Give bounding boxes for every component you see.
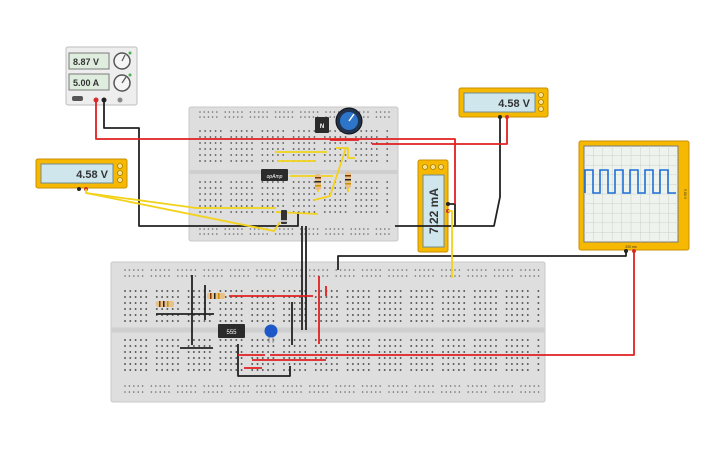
multimeter-left[interactable]: 4.58 V	[35, 158, 128, 191]
scope-side-label: 9.00 V	[683, 189, 687, 200]
op-amp-chip[interactable]: opAmp	[261, 169, 288, 181]
diode[interactable]	[281, 210, 287, 224]
current-knob[interactable]	[113, 74, 131, 92]
ammeter-reading: 7.22 mA	[427, 188, 441, 234]
transistor-label: N	[320, 124, 324, 130]
lower-breadboard[interactable]	[110, 261, 546, 403]
op-amp-label: opAmp	[267, 174, 283, 180]
power-supply[interactable]: 8.87 V 5.00 A	[65, 46, 138, 106]
resistor-4[interactable]	[207, 293, 225, 299]
ammeter[interactable]: 7.22 mA	[417, 159, 450, 253]
capacitor[interactable]	[264, 324, 278, 344]
voltage-knob[interactable]	[113, 52, 131, 70]
resistor-2[interactable]	[345, 172, 351, 188]
resistor-1[interactable]	[315, 174, 321, 190]
power-supply-current: 5.00 A	[73, 78, 100, 88]
red-wires[interactable]	[95, 100, 635, 369]
black-wires[interactable]	[103, 100, 627, 377]
timer-555-chip[interactable]: 555	[218, 324, 245, 338]
oscilloscope[interactable]: 200 ms 9.00 V	[578, 140, 690, 253]
power-switch[interactable]	[72, 96, 83, 101]
timer-555-label: 555	[226, 330, 237, 336]
transistor[interactable]: N	[315, 117, 329, 133]
scope-scale-label: 200 ms	[625, 245, 637, 249]
multimeter-right-reading: 4.58 V	[498, 98, 530, 110]
power-supply-voltage: 8.87 V	[73, 57, 99, 67]
multimeter-left-reading: 4.58 V	[76, 169, 108, 181]
resistor-3[interactable]	[156, 301, 174, 307]
potentiometer[interactable]	[335, 107, 363, 135]
multimeter-right[interactable]: 4.58 V	[458, 87, 549, 119]
scope-trace	[584, 169, 676, 194]
